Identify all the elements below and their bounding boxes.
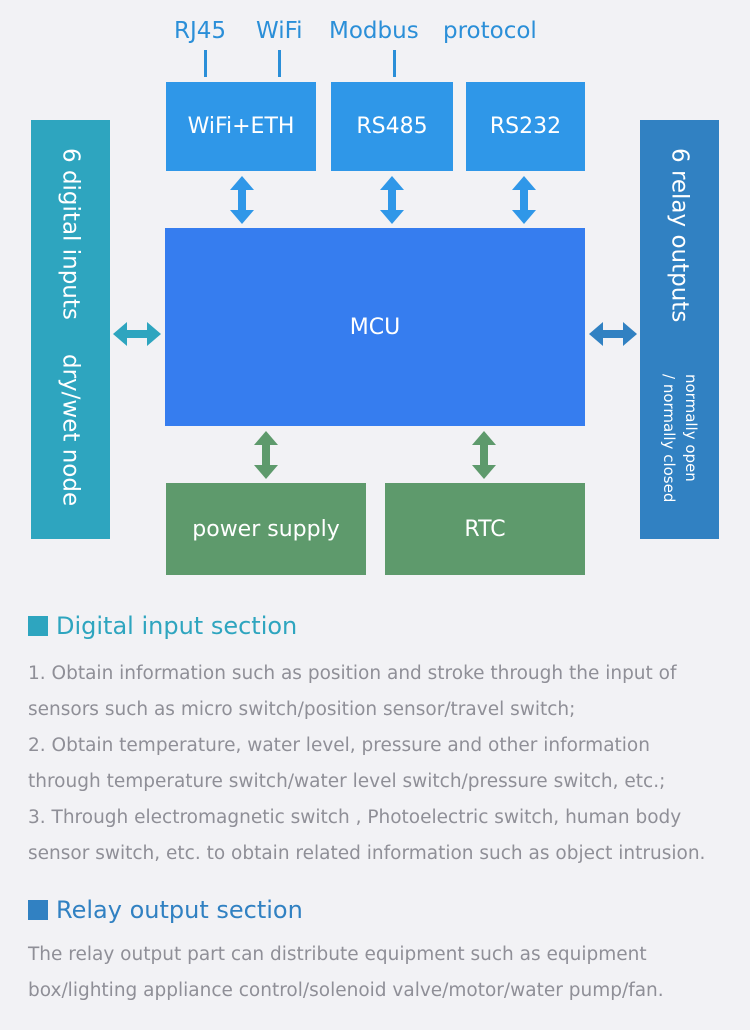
mcu-label: MCU	[349, 314, 401, 340]
rs485-label: RS485	[356, 114, 428, 139]
text-line: sensor switch, etc. to obtain related in…	[28, 843, 706, 864]
relay-section-text: The relay output part can distribute equ…	[28, 937, 728, 1009]
text-line: through temperature switch/water level s…	[28, 771, 666, 792]
digital-section-text: 1. Obtain information such as position a…	[28, 656, 728, 872]
blue-square-icon	[28, 900, 48, 920]
modbus-connector-line	[393, 50, 396, 77]
protocol-label: protocol	[443, 18, 537, 44]
teal-square-icon	[28, 616, 48, 636]
relay-outputs-label: 6 relay outputs	[666, 148, 693, 323]
wifi-eth-label: WiFi+ETH	[187, 114, 295, 139]
wifi-connector-line	[278, 50, 281, 77]
text-line: 3. Through electromagnetic switch , Phot…	[28, 807, 682, 828]
rs485-mcu-arrow-icon	[380, 176, 404, 224]
digital-section-title: Digital input section	[56, 612, 298, 640]
normally-closed-label: / normally closed	[660, 374, 678, 503]
power-supply-block: power supply	[166, 483, 366, 575]
text-line: 2. Obtain temperature, water level, pres…	[28, 735, 650, 756]
mcu-rtc-arrow-icon	[472, 431, 496, 479]
wifi-eth-block: WiFi+ETH	[166, 82, 316, 171]
digital-section-heading: Digital input section	[28, 612, 297, 640]
rj45-connector-line	[204, 50, 207, 77]
mcu-power-arrow-icon	[254, 431, 278, 479]
normally-open-label: normally open	[682, 374, 700, 482]
relay-outputs-panel: 6 relay outputs	[640, 120, 719, 539]
rtc-label: RTC	[464, 516, 506, 542]
relay-mode-text: normally open / normally closed	[658, 374, 702, 514]
inputs-mcu-arrow-icon	[113, 322, 161, 346]
relay-section-heading: Relay output section	[28, 896, 303, 924]
mcu-relay-arrow-icon	[589, 322, 637, 346]
rs232-mcu-arrow-icon	[512, 176, 536, 224]
text-line: 1. Obtain information such as position a…	[28, 663, 677, 684]
wifi-label: WiFi	[256, 18, 303, 44]
rs232-label: RS232	[489, 114, 562, 139]
text-line: box/lighting appliance control/solenoid …	[28, 980, 664, 1001]
digital-inputs-label: 6 digital inputs	[57, 148, 84, 320]
text-line: The relay output part can distribute equ…	[28, 944, 647, 965]
dry-wet-node-label: dry/wet node	[57, 353, 84, 506]
rs485-block: RS485	[331, 82, 453, 171]
power-supply-label: power supply	[192, 516, 340, 542]
relay-section-title: Relay output section	[56, 896, 303, 924]
rtc-block: RTC	[385, 483, 585, 575]
mcu-block: MCU	[165, 228, 585, 426]
wifi-mcu-arrow-icon	[230, 176, 254, 224]
rj45-label: RJ45	[174, 18, 227, 44]
rs232-block: RS232	[466, 82, 585, 171]
text-line: sensors such as micro switch/position se…	[28, 699, 576, 720]
digital-inputs-panel: 6 digital inputs dry/wet node	[31, 120, 110, 539]
modbus-label: Modbus	[329, 18, 419, 44]
